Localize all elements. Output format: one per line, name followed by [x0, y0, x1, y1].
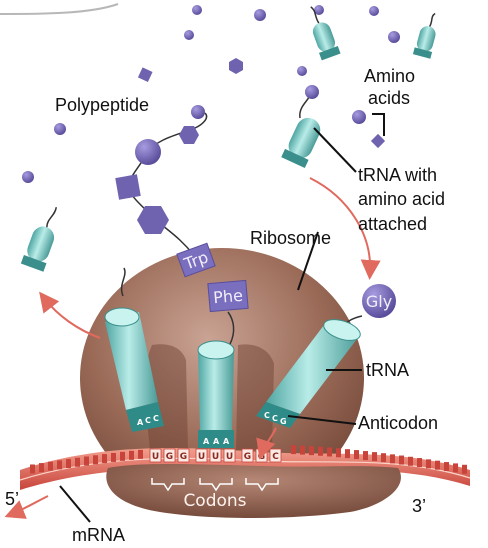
trna-attached-label-line2: amino acid: [358, 189, 445, 209]
svg-text:C: C: [264, 411, 270, 420]
exiting-trna-arrow: [39, 291, 101, 339]
codon-braces: [151, 478, 279, 492]
mrna-backbone-tooth: [93, 455, 98, 465]
codon-base-letter: U: [212, 452, 219, 462]
trna-label: tRNA: [366, 360, 409, 380]
mrna-backbone-tooth: [399, 455, 404, 465]
mrna-backbone-tooth: [354, 450, 359, 460]
codon-base-letter: G: [180, 452, 187, 462]
phe-label: Phe: [212, 286, 243, 308]
mrna-backbone-tooth: [75, 457, 80, 467]
ribosome-label: Ribosome: [250, 228, 331, 248]
codon-base-letter: U: [198, 452, 205, 462]
mrna-backbone-tooth: [57, 460, 62, 470]
mrna-backbone-tooth: [84, 456, 89, 466]
anticodon-label: Anticodon: [358, 413, 438, 433]
mrna-backbone-tooth: [129, 450, 134, 460]
mrna-backbone-tooth: [39, 463, 44, 473]
trna-aminoacyl-site: [256, 315, 363, 428]
incoming-trna-arrow: [309, 177, 381, 280]
mrna-backbone-tooth: [309, 446, 314, 456]
svg-text:G: G: [280, 417, 287, 426]
mrna-backbone-tooth: [453, 463, 458, 473]
amino-acids-label-line1: Amino: [364, 66, 415, 86]
free-amino-acids: [22, 5, 400, 183]
mrna-backbone-tooth: [462, 464, 467, 474]
codon-base-letter: U: [226, 452, 233, 462]
polypeptide-chain: [115, 105, 221, 293]
codon-base-tile: [149, 448, 162, 463]
mrna-backbone-tooth: [102, 454, 107, 464]
free-trna-top: [310, 6, 341, 61]
mrna-direction-arrow: [4, 495, 49, 519]
trp-amino-acid: Trp: [176, 242, 216, 278]
mrna-backbone-tooth: [48, 461, 53, 471]
codon-base-letter: G: [166, 452, 173, 462]
codon-base-tile: [163, 448, 176, 463]
trna-peptidyl-site: [197, 311, 235, 448]
mrna-backbone-tooth: [327, 447, 332, 457]
anticodon-left: A C C: [137, 414, 159, 427]
mrna-backbone-tooth: [300, 445, 305, 455]
phe-amino-acid: Phe: [207, 279, 249, 313]
mrna-backbone-tooth: [444, 462, 449, 472]
mrna-backbone-tooth: [426, 459, 431, 469]
charged-trna: [281, 85, 321, 169]
codon-base-letter: G: [258, 452, 265, 462]
corner-arc: [0, 3, 119, 15]
mrna-backbone-tooth: [363, 451, 368, 461]
svg-text:C: C: [145, 416, 151, 425]
three-prime-label: 3’: [412, 496, 426, 516]
mrna-backbone-tooth: [30, 464, 35, 474]
gly-label: Gly: [366, 292, 392, 311]
codon-base-tile: [195, 448, 208, 463]
mrna-backbone-tooth: [390, 454, 395, 464]
codon-base-tile: [177, 448, 190, 463]
codon-base-tile: [223, 448, 236, 463]
mrna-label: mRNA: [72, 525, 125, 545]
mrna-backbone-tooth: [372, 452, 377, 462]
polypeptide-label: Polypeptide: [55, 95, 149, 115]
trna-attached-label-line1: tRNA with: [358, 165, 437, 185]
ribosome-channel: [236, 344, 274, 450]
codon-base-letter: G: [244, 452, 251, 462]
mrna-backbone-tooth: [111, 452, 116, 462]
anticodon-right: C C G: [264, 411, 287, 426]
five-prime-label: 5’: [5, 489, 19, 509]
mrna-backbone-tooth: [435, 460, 440, 470]
svg-text:A: A: [137, 418, 144, 427]
codon-base-letter: C: [272, 452, 279, 462]
mrna-backbone-tooth: [408, 456, 413, 466]
codon-base-tile: [241, 448, 254, 463]
gly-amino-acid: Gly: [362, 284, 396, 318]
mrna-backbone-tooth: [381, 453, 386, 463]
svg-text:A: A: [213, 437, 220, 446]
mrna-backbone-tooth: [138, 449, 143, 459]
mrna-backbone-tooth: [318, 446, 323, 456]
mrna-backbone-tooth: [120, 451, 125, 461]
amino-acids-label-line2: acids: [368, 88, 410, 108]
free-trna-top-right: [412, 12, 436, 59]
svg-text:A: A: [223, 437, 230, 446]
free-trna-left: [20, 207, 57, 272]
mrna-backbone-tooth: [336, 448, 341, 458]
codon-base-tile: [209, 448, 222, 463]
ribosome-small-subunit: [106, 464, 401, 518]
mrna-backbone-tooth: [291, 445, 296, 455]
svg-text:A: A: [203, 437, 210, 446]
trna-exit-site: [104, 267, 164, 432]
anticodon-middle: A A A: [203, 437, 230, 446]
codons-label: Codons: [183, 491, 246, 511]
codon-base-letter: U: [152, 452, 159, 462]
mrna-backbone-tooth: [417, 458, 422, 468]
translocation-arrow: [256, 427, 277, 460]
mrna-bases-backbone: [30, 445, 467, 474]
svg-text:C: C: [272, 414, 278, 423]
trna-attached-label-line3: attached: [358, 214, 427, 234]
svg-text:C: C: [153, 414, 159, 423]
mrna-backbone-tooth: [345, 449, 350, 459]
mrna-backbone-tooth: [66, 459, 71, 469]
leader-lines: [59, 113, 385, 523]
